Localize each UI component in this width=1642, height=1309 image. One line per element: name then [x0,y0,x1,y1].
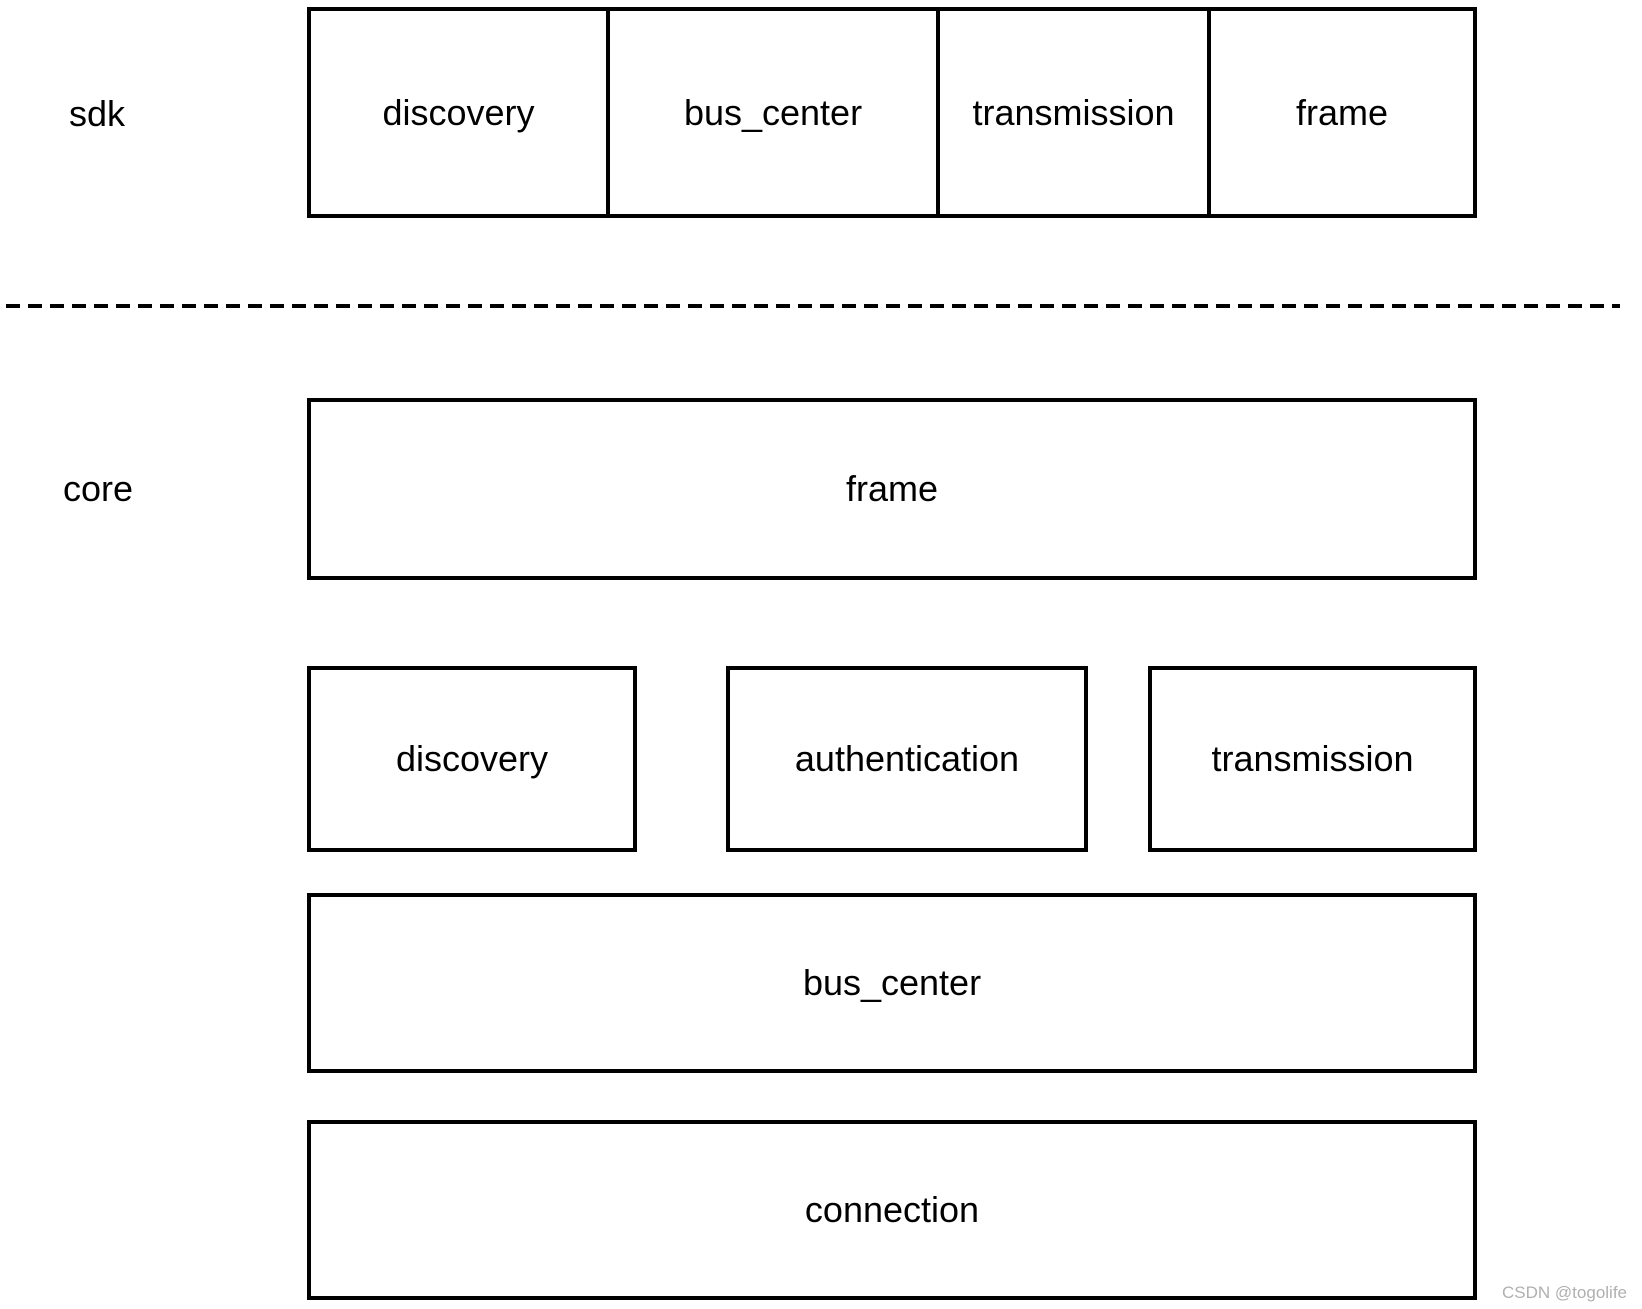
sdk-box-discovery: discovery [307,7,610,218]
sdk-layer-label: sdk [69,93,126,134]
core-box-transmission: transmission [1148,666,1477,852]
sdk-module-row: discovery bus_center transmission frame [307,7,1477,218]
sdk-box-bus-center: bus_center [610,7,940,218]
sdk-box-frame: frame [1211,7,1477,218]
core-box-authentication: authentication [726,666,1088,852]
core-box-bus-center: bus_center [307,893,1477,1073]
csdn-watermark: CSDN @togolife [1502,1283,1627,1302]
core-box-frame: frame [307,398,1477,580]
sdk-box-transmission: transmission [940,7,1211,218]
core-box-discovery: discovery [307,666,637,852]
layer-separator-dashed-line [6,304,1620,308]
core-box-connection: connection [307,1120,1477,1300]
core-layer-label: core [63,468,134,509]
